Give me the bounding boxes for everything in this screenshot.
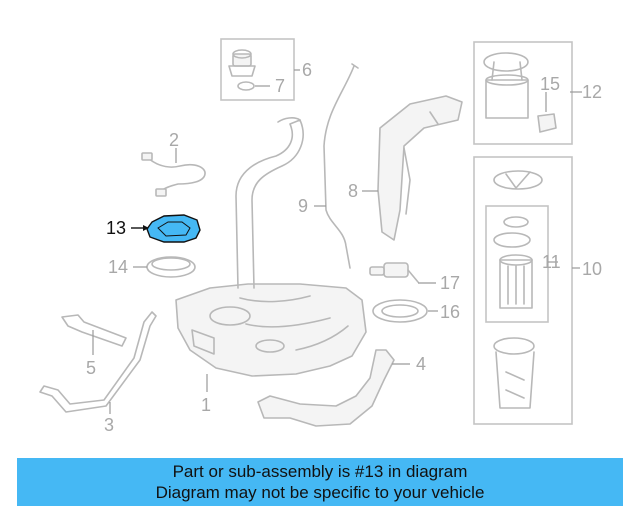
label-11: 11	[542, 252, 561, 272]
pump-lock-ring[interactable]	[372, 299, 428, 323]
label-9: 9	[298, 196, 308, 216]
label-16: 16	[440, 302, 460, 322]
filler-pipe-assembly[interactable]	[377, 95, 463, 241]
parts-diagram: 7 6 2 13 14 5 3 1 9	[39, 38, 602, 435]
heat-shield[interactable]	[257, 349, 395, 427]
gasket-13-highlighted[interactable]	[146, 214, 201, 243]
label-15: 15	[540, 74, 560, 94]
label-17: 17	[440, 273, 460, 293]
pump-sensor[interactable]	[537, 113, 557, 133]
label-12: 12	[582, 82, 602, 102]
label-1: 1	[201, 395, 211, 415]
bracket[interactable]	[61, 314, 127, 347]
label-5: 5	[86, 358, 96, 378]
label-8: 8	[348, 181, 358, 201]
pump-module-box	[473, 156, 573, 425]
label-13: 13	[106, 218, 126, 238]
label-4: 4	[416, 354, 426, 374]
info-banner: Part or sub-assembly is #13 in diagram D…	[17, 458, 623, 506]
cap-seal-ring[interactable]	[237, 81, 255, 91]
label-14: 14	[108, 257, 128, 277]
filter-subbox	[485, 205, 549, 323]
tank-strap[interactable]	[39, 311, 157, 413]
sender-connector[interactable]	[369, 262, 419, 283]
sensor-wire[interactable]	[141, 152, 206, 197]
filler-neck[interactable]	[235, 119, 304, 289]
pump-module-top[interactable]	[483, 52, 529, 119]
pump-flange[interactable]	[493, 170, 543, 190]
label-7: 7	[275, 76, 285, 96]
lock-ring[interactable]	[146, 256, 196, 278]
vent-hose[interactable]	[323, 65, 355, 269]
banner-line-1: Part or sub-assembly is #13 in diagram	[172, 462, 468, 481]
label-6: 6	[302, 60, 312, 80]
label-2: 2	[169, 130, 179, 150]
label-10: 10	[582, 259, 602, 279]
filler-cap[interactable]	[228, 49, 256, 77]
banner-line-2: Diagram may not be specific to your vehi…	[155, 483, 485, 502]
label-3: 3	[104, 415, 114, 435]
fuel-tank[interactable]	[175, 283, 367, 377]
pump-module-top-box	[473, 41, 573, 145]
pump-reservoir[interactable]	[493, 337, 535, 409]
pump-filter[interactable]	[493, 216, 533, 309]
